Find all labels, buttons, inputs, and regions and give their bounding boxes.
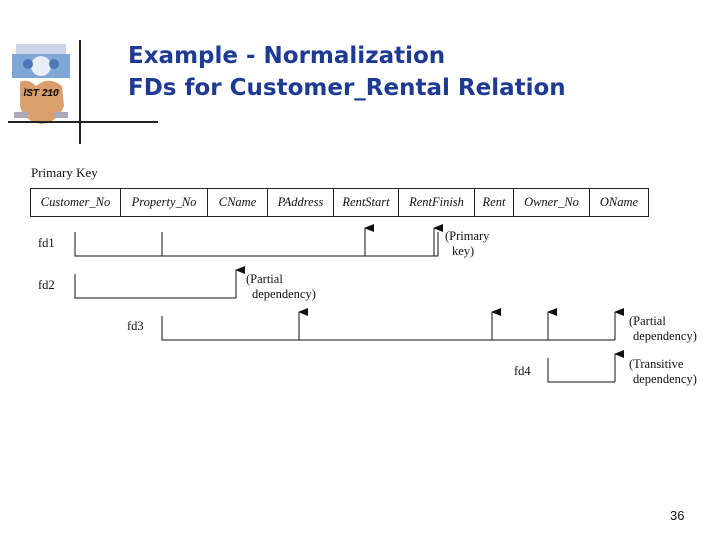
page-number: 36: [670, 508, 685, 523]
primary-key-label: Primary Key: [31, 165, 98, 180]
slide-title: Example - Normalization FDs for Customer…: [128, 40, 566, 104]
fd1-note-line-2: key): [452, 244, 474, 258]
fd2-line: [74, 274, 236, 299]
fd2-label: fd2: [38, 278, 55, 292]
fd3-group: fd3 (Partial dependency): [127, 308, 697, 343]
attribute-cname: CName: [208, 189, 268, 216]
fd2-group: fd2 (Partial dependency): [38, 266, 316, 301]
attribute-rent: Rent: [475, 189, 514, 216]
fd4-group: fd4 (Transitive dependency): [514, 350, 697, 386]
course-logo: IST 210: [8, 42, 74, 126]
header-vertical-divider: [79, 40, 81, 144]
fd3-label: fd3: [127, 319, 144, 333]
title-line-2: FDs for Customer_Rental Relation: [128, 75, 566, 101]
fd3-note-line-1: (Partial: [629, 314, 666, 328]
fd1-line: [74, 232, 439, 257]
fd1-note-line-1: (Primary: [445, 229, 490, 243]
fd4-label: fd4: [514, 364, 531, 378]
fd2-note-line-1: (Partial: [246, 272, 283, 286]
attribute-rentstart: RentStart: [334, 189, 399, 216]
relation-attribute-table: Customer_No Property_No CName PAddress R…: [30, 188, 649, 217]
fd2-note-line-2: dependency): [252, 287, 316, 301]
fd4-line: [547, 358, 615, 383]
fd4-note-line-2: dependency): [633, 372, 697, 386]
fd1-group: fd1 (Primary key): [38, 224, 490, 258]
attribute-rentfinish: RentFinish: [399, 189, 475, 216]
header-horizontal-divider: [8, 121, 158, 123]
attribute-customer-no: Customer_No: [31, 189, 121, 216]
logo-hand-graphic: [12, 44, 70, 124]
fd4-note-line-1: (Transitive: [629, 357, 684, 371]
attribute-paddress: PAddress: [268, 189, 334, 216]
title-line-1: Example - Normalization: [128, 43, 446, 69]
attribute-owner-no: Owner_No: [514, 189, 590, 216]
fd3-note-line-2: dependency): [633, 329, 697, 343]
fd1-label: fd1: [38, 236, 55, 250]
fd3-line: [161, 316, 615, 341]
logo-caption: IST 210: [23, 88, 59, 99]
attribute-property-no: Property_No: [121, 189, 208, 216]
attribute-oname: OName: [599, 195, 639, 209]
